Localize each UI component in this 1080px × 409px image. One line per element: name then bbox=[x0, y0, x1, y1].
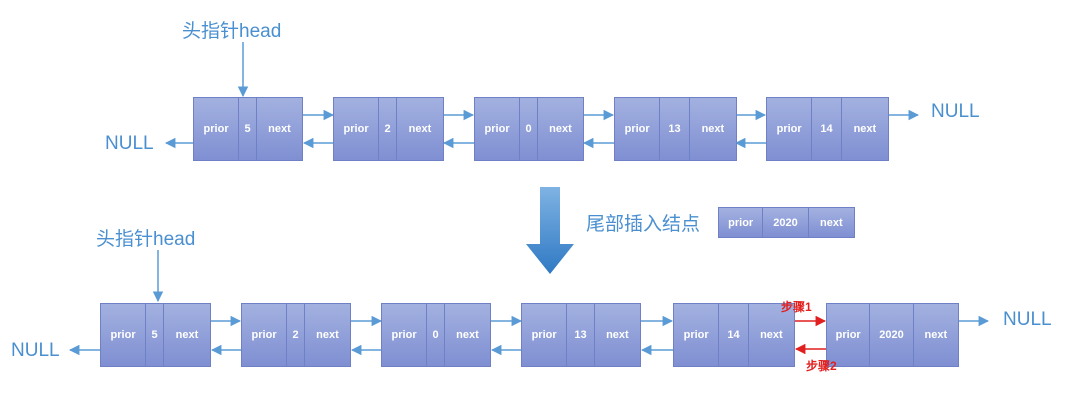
next-field: next bbox=[456, 329, 479, 341]
bottom-node-2: prior 2 next bbox=[241, 303, 351, 367]
value-field: 13 bbox=[567, 304, 595, 366]
next-field: next bbox=[268, 123, 291, 135]
transition-down-arrow bbox=[526, 187, 574, 274]
bottom-left-null: NULL bbox=[11, 340, 60, 361]
prior-field: prior bbox=[475, 98, 521, 160]
top-node-2: prior 2 next bbox=[333, 97, 444, 161]
bottom-right-null: NULL bbox=[1003, 309, 1052, 330]
prior-field: prior bbox=[194, 98, 240, 160]
bottom-node-1: prior 5 next bbox=[100, 303, 211, 367]
prior-field: prior bbox=[522, 304, 568, 366]
value-field: 2 bbox=[287, 304, 305, 366]
prior-field: prior bbox=[382, 304, 428, 366]
prior-field: prior bbox=[101, 304, 147, 366]
bottom-node-4: prior 13 next bbox=[521, 303, 641, 367]
top-left-null: NULL bbox=[105, 133, 154, 154]
next-field: next bbox=[549, 123, 572, 135]
value-field: 5 bbox=[146, 304, 164, 366]
next-field: next bbox=[853, 123, 877, 135]
prior-field: prior bbox=[767, 98, 813, 160]
prior-field: prior bbox=[334, 98, 380, 160]
transition-caption: 尾部插入结点 bbox=[586, 214, 701, 235]
prior-field: prior bbox=[674, 304, 720, 366]
value-field: 0 bbox=[520, 98, 538, 160]
next-field: next bbox=[924, 329, 948, 341]
prior-field: prior bbox=[615, 98, 661, 160]
top-node-4: prior 13 next bbox=[614, 97, 737, 161]
next-field: next bbox=[316, 329, 339, 341]
value-field: 0 bbox=[427, 304, 445, 366]
value-field: 14 bbox=[812, 98, 842, 160]
top-node-5: prior 14 next bbox=[766, 97, 889, 161]
next-field: next bbox=[820, 216, 843, 229]
value-field: 14 bbox=[719, 304, 749, 366]
value-field: 2020 bbox=[763, 208, 809, 237]
next-field: next bbox=[175, 329, 199, 341]
top-node-1: prior 5 next bbox=[193, 97, 303, 161]
top-head-label: 头指针head bbox=[182, 21, 282, 42]
value-field: 2 bbox=[379, 98, 397, 160]
prior-field: prior bbox=[827, 304, 871, 366]
next-field: next bbox=[606, 329, 629, 341]
value-field: 5 bbox=[239, 98, 257, 160]
prior-field: prior bbox=[719, 208, 764, 237]
step2-label: 步骤2 bbox=[806, 359, 837, 373]
bottom-head-label: 头指针head bbox=[96, 229, 196, 250]
value-field: 2020 bbox=[870, 304, 914, 366]
bottom-node-3: prior 0 next bbox=[381, 303, 491, 367]
step1-label: 步骤1 bbox=[781, 300, 812, 314]
top-right-null: NULL bbox=[931, 101, 980, 122]
bottom-node-5: prior 14 next bbox=[673, 303, 795, 367]
top-node-3: prior 0 next bbox=[474, 97, 584, 161]
new-node: prior 2020 next bbox=[718, 207, 855, 238]
prior-field: prior bbox=[242, 304, 288, 366]
next-field: next bbox=[760, 329, 783, 341]
next-field: next bbox=[408, 123, 432, 135]
next-field: next bbox=[701, 123, 725, 135]
bottom-node-6-new: prior 2020 next bbox=[826, 303, 959, 367]
value-field: 13 bbox=[660, 98, 690, 160]
